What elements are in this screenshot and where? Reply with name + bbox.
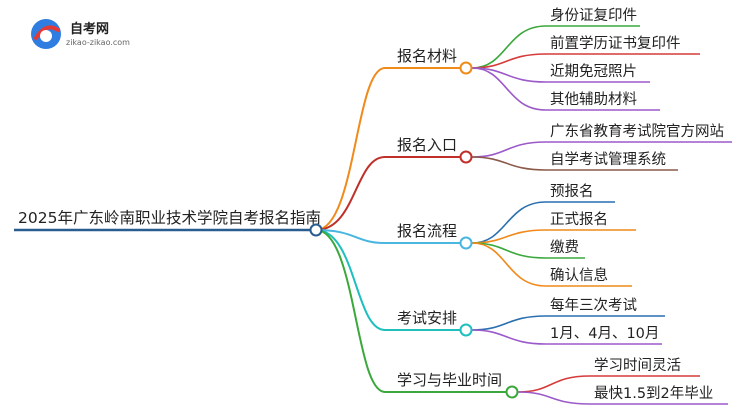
child-edge (471, 156, 547, 171)
child-edge (471, 315, 547, 331)
root-branch-edge (315, 67, 386, 231)
logo-mark-icon (31, 19, 61, 49)
root-node[interactable] (309, 223, 323, 237)
branch-label: 学习与毕业时间 (397, 371, 502, 389)
child-label: 1月、4月、10月 (550, 326, 659, 342)
branch-label: 报名材料 (397, 47, 457, 65)
branch-label: 报名入口 (397, 136, 457, 154)
child-edge (471, 141, 547, 158)
site-logo[interactable]: 自考网 zikao-zikao.com (28, 16, 148, 56)
child-label: 确认信息 (550, 267, 608, 284)
child-edge (517, 391, 591, 405)
root-branch-edge (315, 156, 386, 231)
child-edge (517, 375, 591, 393)
child-edge (471, 201, 547, 244)
root-label: 2025年广东岭南职业技术学院自考报名指南 (18, 208, 321, 227)
child-edge (471, 67, 547, 111)
root-branch-edge (315, 229, 386, 331)
child-label: 身份证复印件 (550, 6, 637, 24)
child-edge (471, 329, 547, 345)
child-label: 自学考试管理系统 (550, 151, 666, 168)
child-label: 其他辅助材料 (550, 91, 637, 108)
child-label: 近期免冠照片 (550, 63, 637, 80)
child-label: 前置学历证书复印件 (550, 34, 681, 52)
child-label: 最快1.5到2年毕业 (594, 385, 713, 402)
logo-title: 自考网 (70, 22, 110, 37)
branch-node[interactable] (459, 323, 473, 337)
child-label: 广东省教育考试院官方网站 (550, 123, 724, 140)
branch-label: 报名流程 (397, 222, 457, 240)
child-edge (471, 25, 547, 69)
branch-node[interactable] (505, 385, 519, 399)
child-label: 学习时间灵活 (594, 357, 681, 374)
logo-url: zikao-zikao.com (66, 38, 130, 47)
child-label: 正式报名 (550, 211, 608, 228)
root-branch-edge (315, 229, 386, 244)
branch-node[interactable] (459, 61, 473, 75)
child-edge (471, 242, 547, 287)
branch-label: 考试安排 (397, 309, 457, 327)
child-label: 预报名 (550, 183, 594, 200)
child-label: 每年三次考试 (550, 297, 637, 314)
branch-node[interactable] (459, 236, 473, 250)
root-branch-edge (315, 229, 386, 393)
branch-node[interactable] (459, 150, 473, 164)
child-label: 缴费 (550, 239, 579, 256)
